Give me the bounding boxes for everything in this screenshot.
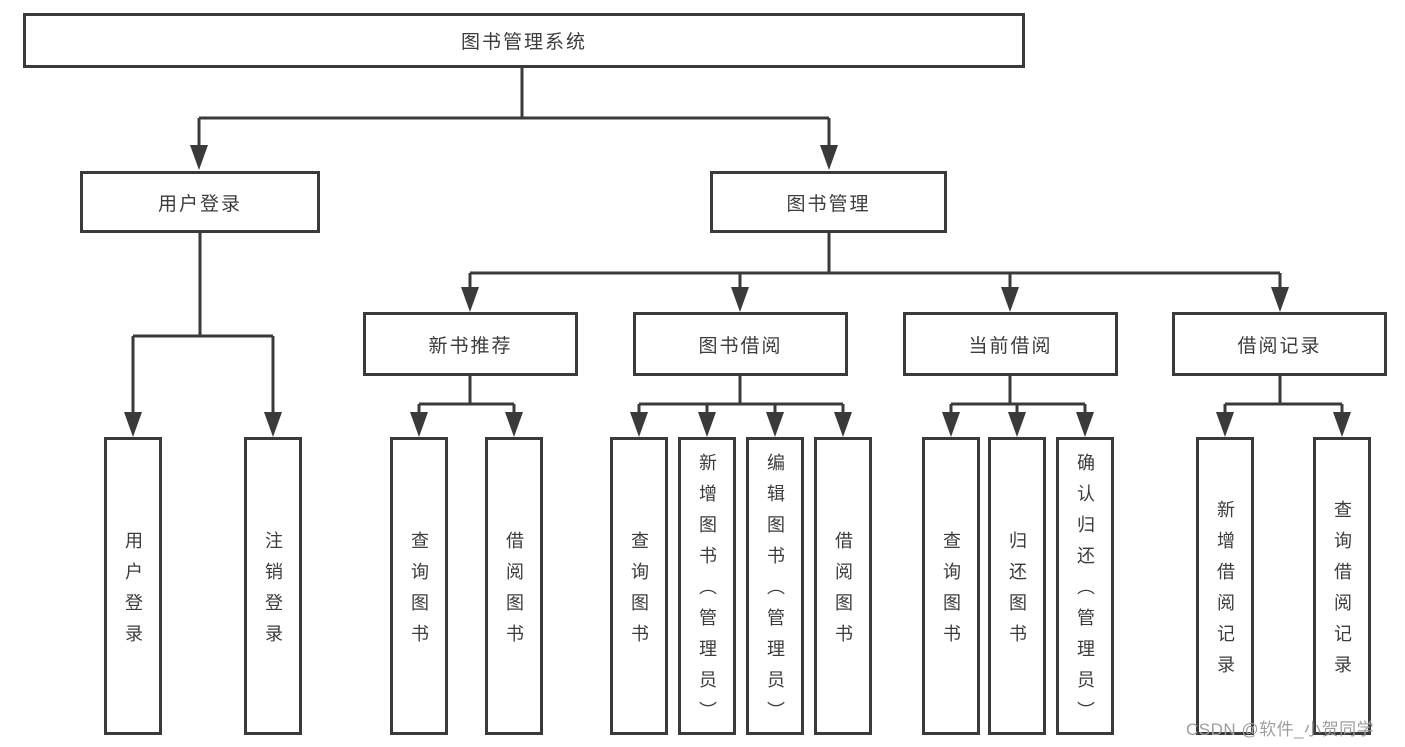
leaf-query-borrow-record-label: 查询借阅记录	[1332, 499, 1352, 686]
node-current-borrowing-label: 当前借阅	[968, 335, 1053, 357]
leaf-query-books-current-label: 查询图书	[941, 530, 961, 655]
leaf-logout-label: 注销登录	[263, 530, 283, 655]
node-user-login: 用户登录	[80, 171, 320, 233]
leaf-query-books-recommend-label: 查询图书	[409, 530, 429, 655]
leaf-add-books-admin-label: 新增图书（管理员）	[697, 453, 717, 732]
node-new-book-recommend: 新书推荐	[363, 312, 578, 376]
leaf-add-books-admin: 新增图书（管理员）	[678, 437, 736, 735]
leaf-edit-books-admin: 编辑图书（管理员）	[746, 437, 804, 735]
node-book-management-label: 图书管理	[786, 193, 871, 215]
node-current-borrowing: 当前借阅	[903, 312, 1118, 376]
node-user-login-label: 用户登录	[157, 193, 242, 215]
node-root-label: 图书管理系统	[460, 32, 587, 53]
leaf-user-login: 用户登录	[104, 437, 162, 735]
leaf-add-borrow-record: 新增借阅记录	[1196, 437, 1254, 735]
leaf-query-borrow-record: 查询借阅记录	[1313, 437, 1371, 735]
node-book-borrowing: 图书借阅	[633, 312, 848, 376]
csdn-watermark: CSDN @软件_小贺同学	[1186, 720, 1375, 739]
leaf-borrow-books-borrowing: 借阅图书	[814, 437, 872, 735]
leaf-query-books-recommend: 查询图书	[390, 437, 448, 735]
node-book-management: 图书管理	[710, 171, 947, 233]
leaf-return-books: 归还图书	[988, 437, 1046, 735]
leaf-query-books-borrowing-label: 查询图书	[629, 530, 649, 655]
leaf-logout: 注销登录	[244, 437, 302, 735]
node-borrowing-records-label: 借阅记录	[1237, 335, 1322, 357]
leaf-query-books-current: 查询图书	[922, 437, 980, 735]
leaf-return-books-label: 归还图书	[1007, 530, 1027, 655]
node-book-borrowing-label: 图书借阅	[698, 335, 783, 357]
leaf-edit-books-admin-label: 编辑图书（管理员）	[765, 453, 785, 732]
node-root-system: 图书管理系统	[23, 13, 1025, 68]
node-new-book-recommend-label: 新书推荐	[428, 335, 513, 357]
leaf-add-borrow-record-label: 新增借阅记录	[1215, 499, 1235, 686]
leaf-confirm-return-admin: 确认归还（管理员）	[1056, 437, 1114, 735]
leaf-user-login-label: 用户登录	[123, 530, 143, 655]
leaf-borrow-books-recommend-label: 借阅图书	[504, 530, 524, 655]
leaf-borrow-books-borrowing-label: 借阅图书	[833, 530, 853, 655]
leaf-confirm-return-admin-label: 确认归还（管理员）	[1075, 453, 1095, 732]
leaf-query-books-borrowing: 查询图书	[610, 437, 668, 735]
leaf-borrow-books-recommend: 借阅图书	[485, 437, 543, 735]
node-borrowing-records: 借阅记录	[1172, 312, 1387, 376]
